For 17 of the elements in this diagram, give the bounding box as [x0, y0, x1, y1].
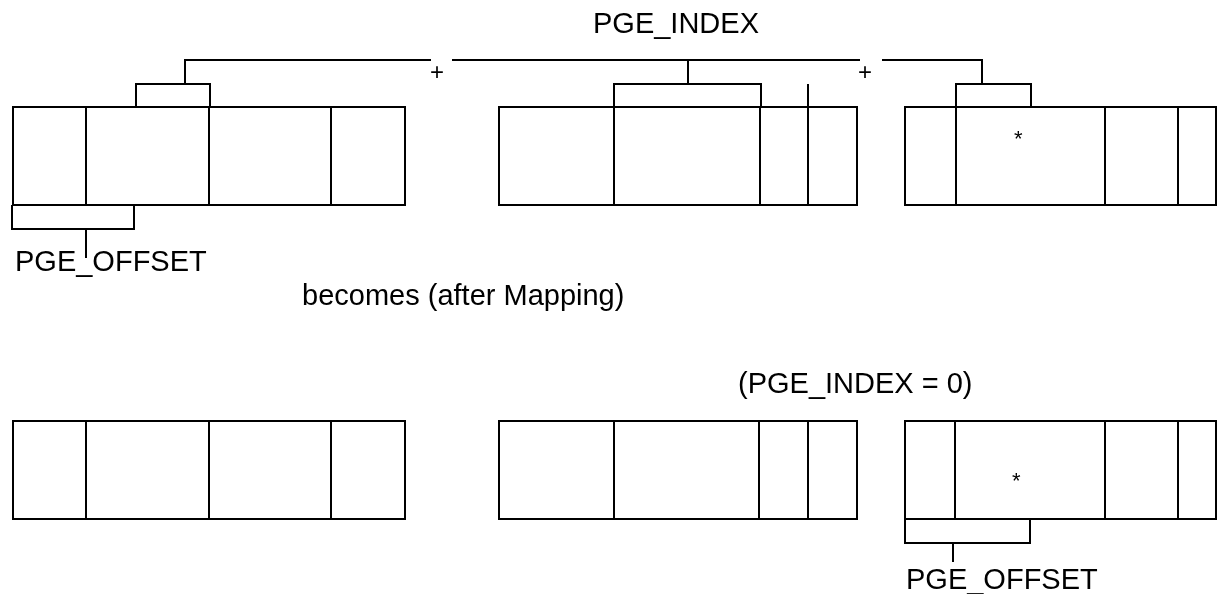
asterisk-mark: *: [1012, 470, 1021, 492]
field-label: PGE_OFFSET: [15, 244, 207, 278]
memory-page-strip: [12, 106, 406, 206]
caption-text: becomes (after Mapping): [302, 278, 625, 312]
memory-page-strip: [904, 420, 1217, 520]
plus-sign: +: [858, 57, 872, 87]
asterisk-mark: *: [1014, 128, 1023, 150]
condition-label: (PGE_INDEX = 0): [738, 366, 973, 400]
memory-cell: [954, 420, 1106, 520]
memory-page-strip: [498, 106, 858, 206]
field-label: PGE_INDEX: [593, 6, 759, 40]
field-label: PGE_OFFSET: [906, 562, 1098, 594]
memory-cell: [955, 106, 1106, 206]
memory-page-strip: [12, 420, 406, 520]
memory-page-strip: [904, 106, 1217, 206]
memory-page-strip: [498, 420, 858, 520]
plus-sign: +: [430, 57, 444, 87]
